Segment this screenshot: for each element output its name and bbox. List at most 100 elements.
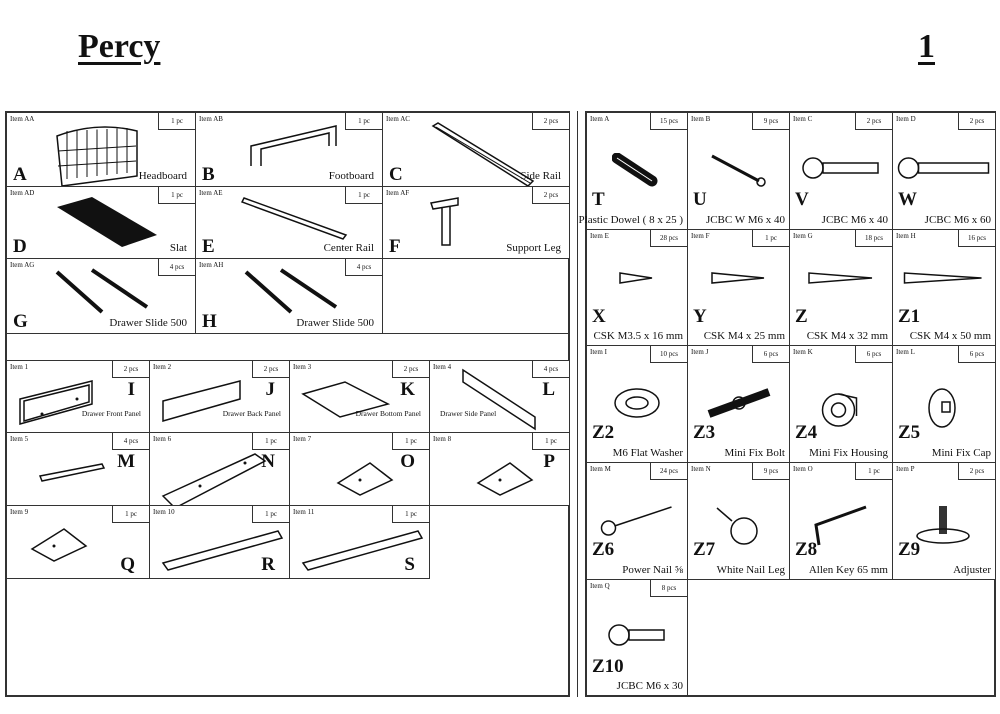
part-name: Drawer Front Panel bbox=[81, 409, 141, 418]
item-label: Item O bbox=[793, 465, 813, 473]
part-name: Center Rail bbox=[323, 242, 374, 254]
part-letter: C bbox=[389, 164, 403, 185]
part-name: Adjuster bbox=[953, 564, 991, 576]
part-name: Power Nail ⅝ bbox=[622, 564, 683, 576]
item-label: Item 1 bbox=[10, 363, 29, 371]
short-board-icon bbox=[335, 458, 395, 503]
item-label: Item G bbox=[793, 232, 813, 240]
item-label: Item J bbox=[691, 348, 709, 356]
part-letter: Z2 bbox=[592, 422, 615, 443]
part-name: Plastic Dowel ( 8 x 25 ) bbox=[578, 214, 683, 226]
quantity-box: 1 pc bbox=[158, 112, 196, 130]
item-label: Item D bbox=[896, 115, 916, 123]
quantity-box: 10 pcs bbox=[650, 345, 688, 363]
item-label: Item 2 bbox=[153, 363, 172, 371]
quantity-box: 6 pcs bbox=[855, 345, 893, 363]
part-name: JCBC M6 x 40 bbox=[821, 214, 888, 226]
part-name: Mini Fix Housing bbox=[809, 447, 888, 459]
part-letter: Z7 bbox=[693, 539, 716, 560]
part-letter: Z bbox=[795, 306, 808, 327]
bolt-short-icon bbox=[607, 620, 667, 655]
item-label: Item AB bbox=[199, 115, 223, 123]
quantity-box: 2 pcs bbox=[958, 112, 996, 130]
part-letter: J bbox=[265, 379, 276, 400]
small-board-icon bbox=[37, 461, 107, 491]
item-label: Item P bbox=[896, 465, 915, 473]
item-label: Item AA bbox=[10, 115, 35, 123]
part-letter: L bbox=[542, 379, 555, 400]
item-label: Item K bbox=[793, 348, 813, 356]
part-letter: U bbox=[693, 189, 707, 210]
front-panel-icon bbox=[17, 379, 102, 434]
item-label: Item 10 bbox=[153, 508, 175, 516]
screw-m-icon bbox=[709, 270, 769, 291]
item-label: Item N bbox=[691, 465, 711, 473]
quantity-box: 1 pc bbox=[252, 432, 290, 450]
part-name: JCBC M6 x 60 bbox=[924, 214, 991, 226]
part-name: Drawer Bottom Panel bbox=[355, 409, 421, 418]
item-label: Item M bbox=[590, 465, 611, 473]
item-label: Item AH bbox=[199, 261, 224, 269]
quantity-box: 15 pcs bbox=[650, 112, 688, 130]
item-label: Item 8 bbox=[433, 435, 452, 443]
bolt-long-icon bbox=[897, 153, 992, 188]
part-letter: Z9 bbox=[898, 539, 921, 560]
blank-row bbox=[6, 333, 569, 361]
item-label: Item 5 bbox=[10, 435, 29, 443]
plank-icon bbox=[300, 528, 425, 578]
quantity-box: 2 pcs bbox=[958, 462, 996, 480]
item-label: Item Q bbox=[590, 582, 610, 590]
item-label: Item B bbox=[691, 115, 711, 123]
washer-icon bbox=[612, 386, 662, 426]
part-letter: Z1 bbox=[898, 306, 921, 327]
quantity-box: 1 pc bbox=[158, 186, 196, 204]
quantity-box: 2 pcs bbox=[252, 360, 290, 378]
part-letter: F bbox=[389, 236, 401, 257]
page-number: 1 bbox=[918, 28, 935, 65]
quantity-box: 1 pc bbox=[252, 505, 290, 523]
part-name: Footboard bbox=[328, 170, 374, 182]
quantity-box: 1 pc bbox=[532, 432, 570, 450]
item-label: Item E bbox=[590, 232, 609, 240]
item-label: Item 9 bbox=[10, 508, 29, 516]
part-name: Drawer Slide 500 bbox=[109, 317, 187, 329]
item-label: Item 4 bbox=[433, 363, 452, 371]
quantity-box: 9 pcs bbox=[752, 462, 790, 480]
item-label: Item H bbox=[896, 232, 916, 240]
part-name: Support Leg bbox=[506, 242, 561, 254]
part-name: Headboard bbox=[138, 170, 187, 182]
item-label: Item AC bbox=[386, 115, 410, 123]
minifix-bolt-icon bbox=[704, 386, 774, 426]
part-name: JCBC W M6 x 40 bbox=[705, 214, 785, 226]
item-label: Item F bbox=[691, 232, 710, 240]
quantity-box: 2 pcs bbox=[532, 186, 570, 204]
screw-xl-icon bbox=[902, 270, 987, 291]
support-leg-icon bbox=[428, 195, 463, 255]
part-letter: I bbox=[127, 379, 135, 400]
quantity-box: 1 pc bbox=[392, 505, 430, 523]
item-label: Item L bbox=[896, 348, 915, 356]
part-name: White Nail Leg bbox=[716, 564, 785, 576]
headboard-icon bbox=[52, 121, 142, 196]
item-label: Item 11 bbox=[293, 508, 315, 516]
plank-icon bbox=[160, 528, 285, 578]
part-name: CSK M4 x 32 mm bbox=[806, 330, 888, 342]
